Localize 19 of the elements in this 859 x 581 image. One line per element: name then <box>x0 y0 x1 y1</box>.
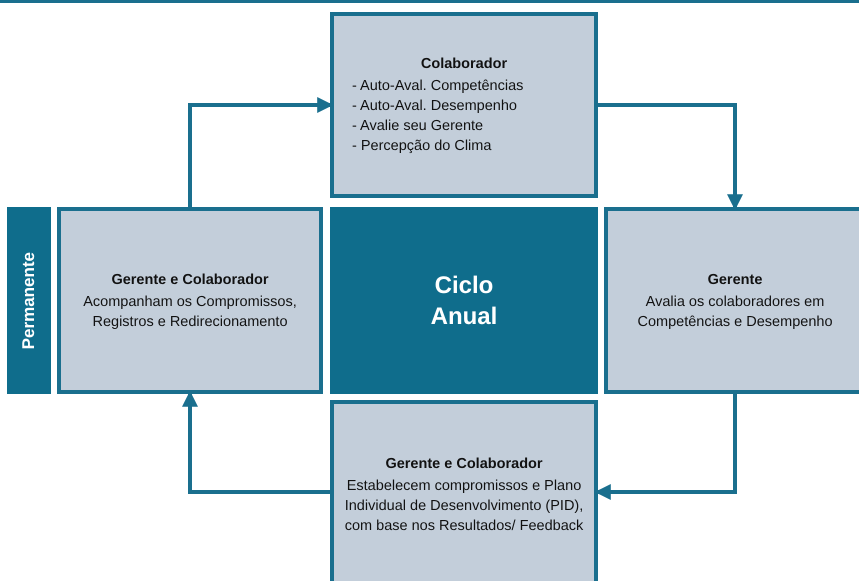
list-item: - Percepção do Clima <box>352 137 492 156</box>
box-text: Acompanham os Compromissos, Registros e Redirecionamento <box>82 292 298 332</box>
list-item: - Auto-Aval. Competências <box>352 77 524 96</box>
process-box <box>604 207 859 394</box>
process-box <box>330 12 598 198</box>
box-heading: Gerente <box>708 270 762 290</box>
center-box <box>330 207 598 394</box>
box-text: Avalia os colaboradores em Competências e Desempenho <box>636 292 834 332</box>
process-box <box>330 400 598 581</box>
box-heading: Colaborador <box>420 55 508 74</box>
box-heading: Gerente e Colaborador <box>111 270 269 290</box>
box-heading: Gerente e Colaborador <box>385 455 543 474</box>
side-band <box>7 207 51 394</box>
list-item: - Auto-Aval. Desempenho <box>352 97 517 116</box>
band-label: Permanente <box>19 252 39 350</box>
process-box <box>57 207 323 394</box>
center-title: Ciclo Anual <box>430 270 498 332</box>
box-text: Estabelecem compromissos e Plano Individual de Desenvolvimento (PID), com base nos Resultados/ Feedback <box>344 477 584 536</box>
list-item: - Avalie seu Gerente <box>352 117 484 136</box>
